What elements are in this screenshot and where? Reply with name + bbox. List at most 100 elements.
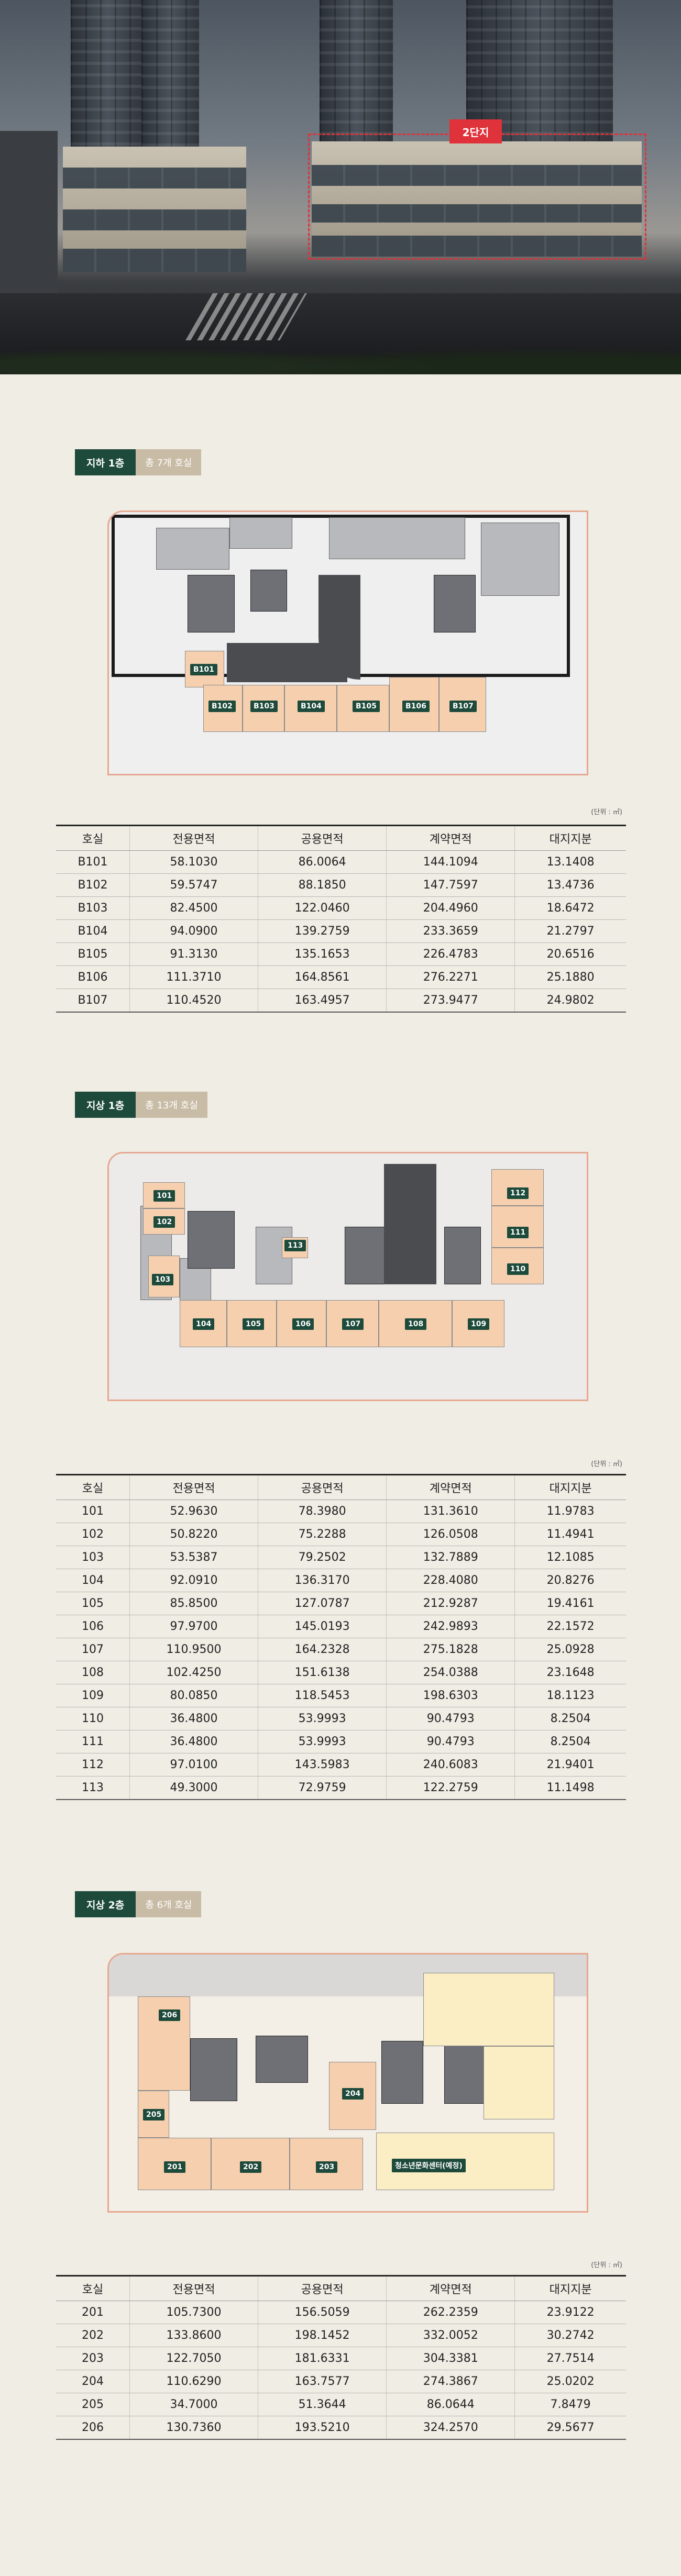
- table-cell: 324.2570: [386, 2416, 515, 2440]
- table-cell: 8.2504: [514, 1730, 626, 1753]
- table-cell: 25.0928: [514, 1638, 626, 1661]
- table-cell: 85.8500: [129, 1592, 258, 1615]
- table-cell: 86.0644: [386, 2393, 515, 2416]
- table-cell: 204: [56, 2370, 130, 2393]
- table-cell: 72.9759: [258, 1776, 387, 1800]
- table-cell: 92.0910: [129, 1569, 258, 1592]
- unit-label-201: 201: [164, 2161, 186, 2173]
- table-cell: 275.1828: [386, 1638, 515, 1661]
- table-cell: 332.0052: [386, 2324, 515, 2347]
- table-cell: 36.4800: [129, 1730, 258, 1753]
- table-cell: 104: [56, 1569, 130, 1592]
- table-cell: 240.6083: [386, 1753, 515, 1776]
- floor-badge-b1: 지하 1층 총 7개 호실: [75, 449, 202, 475]
- table-cell: 151.6138: [258, 1661, 387, 1684]
- table-cell: 203: [56, 2347, 130, 2370]
- complex-2-tag: 2단지: [449, 119, 502, 143]
- table-cell: 198.6303: [386, 1684, 515, 1707]
- column-header: 대지지분: [514, 2275, 626, 2301]
- unit-note: (단위 : ㎡): [591, 2261, 622, 2269]
- table-cell: 206: [56, 2416, 130, 2440]
- table-cell: 58.1030: [129, 850, 258, 874]
- table-cell: 102: [56, 1523, 130, 1546]
- column-header: 전용면적: [129, 825, 258, 851]
- table-cell: 7.8479: [514, 2393, 626, 2416]
- table-cell: 110: [56, 1707, 130, 1730]
- unit-note: (단위 : ㎡): [591, 1460, 622, 1468]
- table-cell: 88.1850: [258, 873, 387, 897]
- unit-label-b107: B107: [449, 701, 477, 712]
- column-header: 호실: [56, 825, 130, 851]
- table-cell: 108: [56, 1661, 130, 1684]
- hero-rendering: 2단지: [0, 0, 681, 374]
- table-cell: 212.9287: [386, 1592, 515, 1615]
- unit-note: (단위 : ㎡): [591, 808, 622, 816]
- unit-label-206: 206: [159, 2009, 181, 2021]
- floor-badge-1f: 지상 1층 총 13개 호실: [75, 1092, 207, 1118]
- table-cell: 198.1452: [258, 2324, 387, 2347]
- table-cell: B101: [56, 850, 130, 874]
- table-cell: B107: [56, 989, 130, 1013]
- table-cell: 8.2504: [514, 1707, 626, 1730]
- floor-name: 지상 1층: [75, 1092, 136, 1118]
- table-cell: 111.3710: [129, 965, 258, 989]
- unit-label-b102: B102: [208, 701, 236, 712]
- table-cell: 164.8561: [258, 965, 387, 989]
- table-cell: 122.7050: [129, 2347, 258, 2370]
- table-cell: 97.9700: [129, 1615, 258, 1638]
- youth-center-label: 청소년문화센터(예정): [392, 2159, 466, 2172]
- table-cell: 136.3170: [258, 1569, 387, 1592]
- table-cell: 52.9630: [129, 1500, 258, 1523]
- table-cell: 23.9122: [514, 2301, 626, 2324]
- column-header: 공용면적: [258, 1474, 387, 1500]
- table-cell: B104: [56, 919, 130, 943]
- table-cell: 22.1572: [514, 1615, 626, 1638]
- table-cell: 145.0193: [258, 1615, 387, 1638]
- unit-label-b105: B105: [353, 701, 380, 712]
- floor-name: 지상 2층: [75, 1891, 136, 1917]
- table-cell: 20.6516: [514, 942, 626, 966]
- table-cell: 75.2288: [258, 1523, 387, 1546]
- table-cell: 29.5677: [514, 2416, 626, 2440]
- table-cell: 156.5059: [258, 2301, 387, 2324]
- table-cell: 53.9993: [258, 1707, 387, 1730]
- table-cell: 110.9500: [129, 1638, 258, 1661]
- unit-count: 총 7개 호실: [136, 449, 202, 475]
- table-cell: 242.9893: [386, 1615, 515, 1638]
- table-cell: 122.0460: [258, 896, 387, 920]
- table-cell: 109: [56, 1684, 130, 1707]
- table-cell: 105.7300: [129, 2301, 258, 2324]
- table-cell: B102: [56, 873, 130, 897]
- table-cell: 132.7889: [386, 1546, 515, 1569]
- unit-label-b104: B104: [298, 701, 325, 712]
- floor-plan-b1: B101 B102 B103 B104 B105 B106 B107: [107, 510, 588, 775]
- table-cell: 25.0202: [514, 2370, 626, 2393]
- table-cell: 273.9477: [386, 989, 515, 1013]
- unit-label-105: 105: [243, 1318, 265, 1330]
- unit-label-108: 108: [405, 1318, 427, 1330]
- table-cell: 118.5453: [258, 1684, 387, 1707]
- table-cell: 143.5983: [258, 1753, 387, 1776]
- table-cell: 233.3659: [386, 919, 515, 943]
- table-cell: 110.4520: [129, 989, 258, 1013]
- table-cell: 13.4736: [514, 873, 626, 897]
- column-header: 호실: [56, 2275, 130, 2301]
- table-cell: 82.4500: [129, 896, 258, 920]
- table-cell: 102.4250: [129, 1661, 258, 1684]
- unit-label-109: 109: [468, 1318, 490, 1330]
- table-cell: B105: [56, 942, 130, 966]
- table-cell: 86.0064: [258, 850, 387, 874]
- table-cell: 21.2797: [514, 919, 626, 943]
